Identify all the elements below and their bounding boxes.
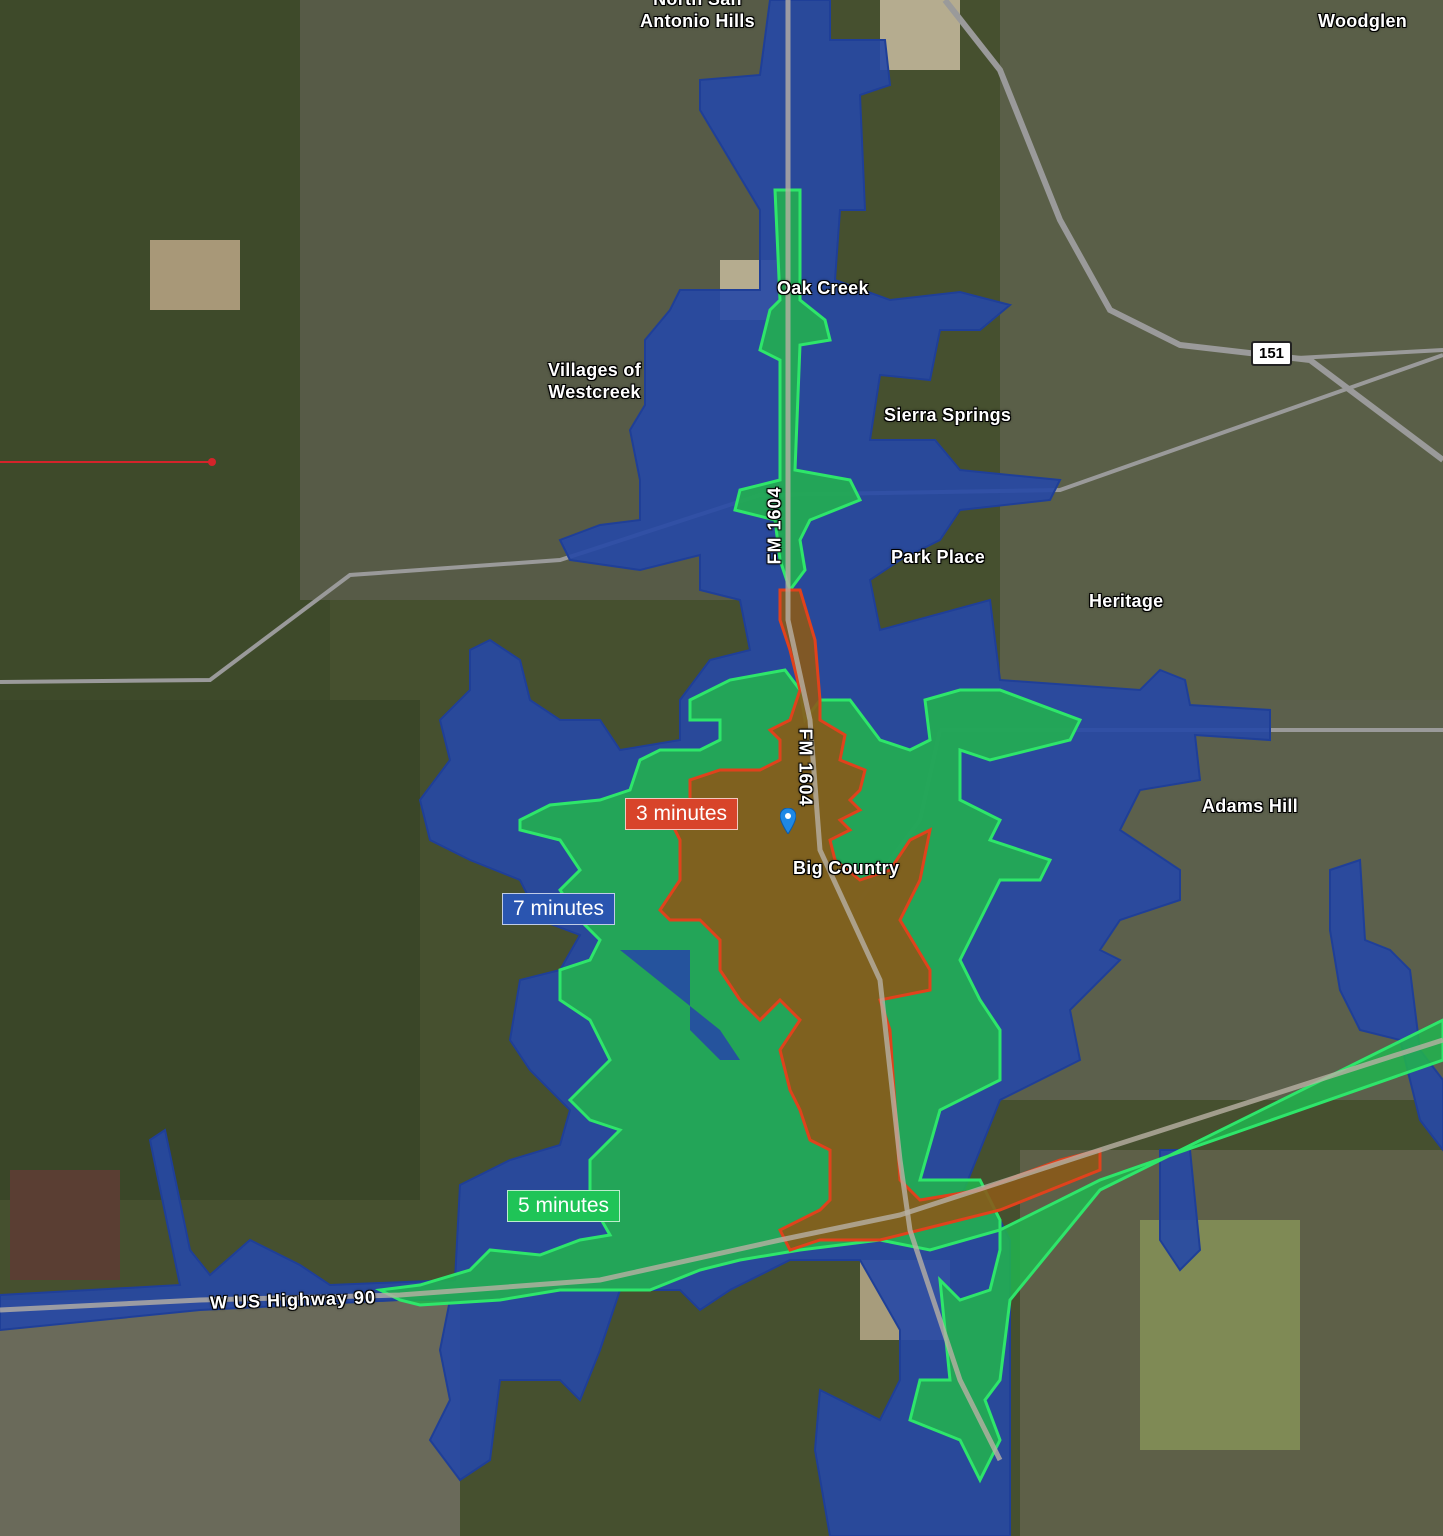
location-pin-icon[interactable] bbox=[780, 808, 796, 834]
place-label-adams-hill: Adams Hill bbox=[1202, 796, 1299, 816]
road-label-fm1604-south: FM 1604 bbox=[795, 728, 816, 807]
legend-7-minutes: 7 minutes bbox=[502, 893, 616, 925]
zone-5-minutes bbox=[374, 188, 1443, 1484]
place-label-park-place: Park Place bbox=[891, 547, 986, 567]
road-label-fm1604-north: FM 1604 bbox=[764, 486, 785, 565]
place-label-woodglen: Woodglen bbox=[1318, 11, 1408, 31]
place-label-villages-of-westcreek: Villages of Westcreek bbox=[548, 360, 642, 402]
place-label-north-san-antonio-hills: North San Antonio Hills bbox=[640, 0, 755, 31]
place-label-oak-creek: Oak Creek bbox=[777, 278, 869, 298]
legend-5-minutes: 5 minutes bbox=[507, 1190, 621, 1222]
place-label-heritage: Heritage bbox=[1089, 591, 1164, 611]
highway-shield-151: 151 bbox=[1251, 341, 1293, 366]
place-label-big-country: Big Country bbox=[793, 858, 900, 878]
place-label-sierra-springs: Sierra Springs bbox=[884, 405, 1012, 425]
legend-3-minutes: 3 minutes bbox=[625, 798, 739, 830]
